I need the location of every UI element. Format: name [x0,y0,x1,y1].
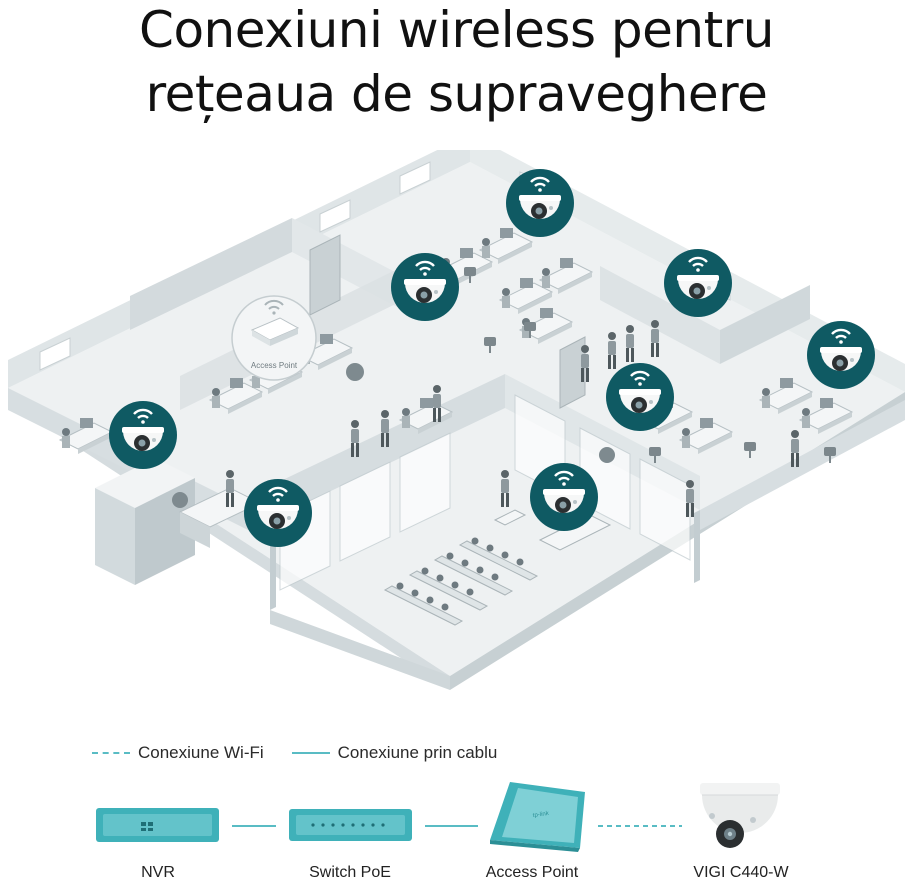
device-chain-diagram: tp-link [96,782,780,852]
access-point-label: Access Point [485,864,579,881]
wifi-camera-badge-icon [504,167,576,239]
legend-cable-label: Conexiune prin cablu [337,743,498,762]
wifi-camera-badge-icon [242,477,314,549]
legend-cable: Conexiune prin cablu [291,743,498,763]
connection-legend: Conexiune Wi-Fi Conexiune prin cablu [92,742,525,764]
wifi-camera-badge-icon [107,399,179,471]
legend-wifi: Conexiune Wi-Fi [92,743,264,763]
nvr-device-icon [96,808,219,842]
title-line-2: rețeaua de supraveghere [145,65,768,123]
office-floorplan-illustration: Access Point [8,150,905,690]
vigi-camera-device-icon [700,783,780,848]
access-point-callout-label: Access Point [251,361,298,370]
ap-logo-text: tp-link [533,811,551,819]
camera-label: VIGI C440-W [693,864,789,881]
wifi-camera-badge-icon [805,319,877,391]
switch-device-icon [289,809,412,841]
legend-wifi-label: Conexiune Wi-Fi [138,743,264,762]
nvr-label: NVR [141,864,175,881]
wifi-camera-badge-icon [389,251,461,323]
switch-label: Switch PoE [309,864,391,881]
title-line-1: Conexiuni wireless pentru [139,1,774,59]
access-point-device-icon: tp-link [490,782,585,852]
wifi-camera-badge-icon [604,361,676,433]
ceiling-access-point-callout: Access Point [231,295,317,381]
page-title: Conexiuni wireless pentru rețeaua de sup… [0,0,913,126]
solid-line-icon [291,752,330,754]
wifi-camera-badge-icon [662,247,734,319]
wifi-camera-badge-icon [528,461,600,533]
dashed-line-icon [92,752,130,754]
